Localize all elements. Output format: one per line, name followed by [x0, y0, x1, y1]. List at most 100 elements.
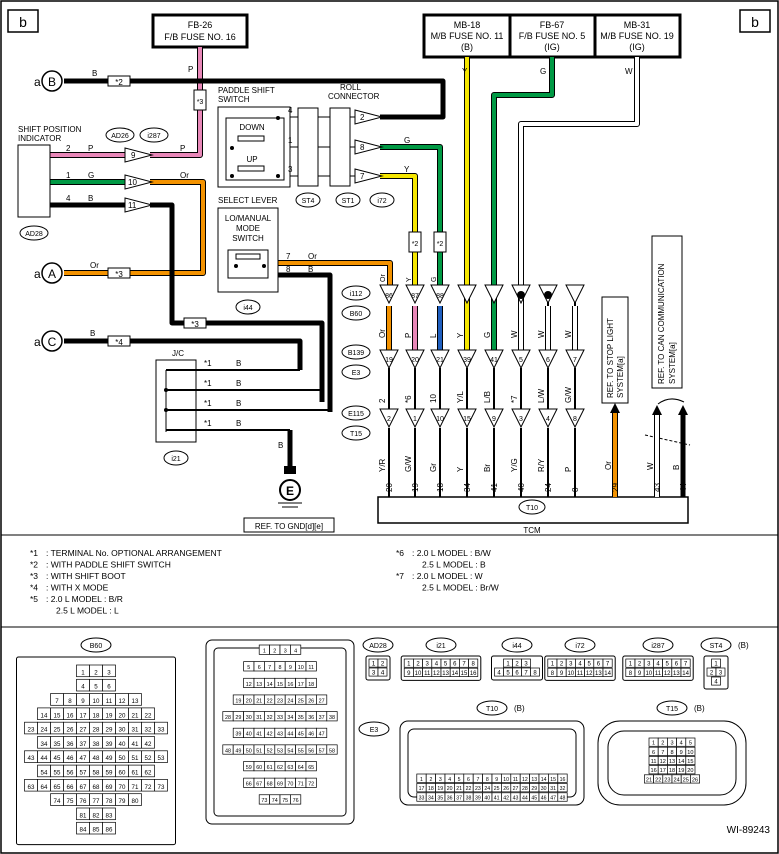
- harness-wire-label-upper: Or: [378, 329, 387, 338]
- lo-manual-title-3: SWITCH: [232, 234, 264, 243]
- indicator-title-2: INDICATOR: [18, 134, 61, 143]
- connector-pin-number: 49: [106, 755, 113, 762]
- connector-pin-number: 27: [80, 727, 87, 734]
- lo-pin-8: 8: [286, 265, 291, 274]
- connector-pin-number: 38: [93, 741, 100, 748]
- connector-pin-number: 83: [106, 812, 113, 819]
- connector-pin-number: 25: [54, 727, 61, 734]
- connector-pin-number: 55: [298, 748, 304, 754]
- connector-pin-number: 33: [158, 727, 165, 734]
- connector-pin-number: 9: [680, 750, 683, 756]
- connector-pin-number: 25: [298, 698, 304, 704]
- connector-pin-number: 16: [560, 777, 566, 783]
- connector-pin-number: 4: [381, 669, 385, 676]
- connector-pin-cell: [711, 676, 721, 686]
- t15-pin: 15: [463, 416, 471, 423]
- connector-pin-number: 32: [560, 786, 566, 792]
- connector-pin-number: 3: [107, 669, 111, 676]
- connector-pin-number: 25: [683, 777, 689, 783]
- connector-pin-number: 70: [119, 784, 126, 791]
- connector-pin-number: 20: [119, 712, 126, 719]
- harness-wire-label-mid: G/W: [564, 387, 573, 403]
- connector-pin-number: 26: [308, 698, 314, 704]
- connector-pin-number: 7: [55, 698, 59, 705]
- connector-pin-number: 6: [258, 665, 261, 671]
- connector-pin-number: 64: [41, 784, 48, 791]
- indicator-pin-2: 2: [66, 144, 71, 153]
- connector-pin-number: 18: [669, 768, 675, 774]
- connector-pin-number: 37: [80, 741, 87, 748]
- connector-pin-number: 7: [462, 662, 466, 668]
- connector-pin-number: 19: [437, 786, 443, 792]
- wire-label-left-g: G: [88, 171, 94, 180]
- t10-pin: 19: [411, 483, 420, 492]
- legend-left-text: : TERMINAL No. OPTIONAL ARRANGEMENT: [46, 548, 222, 558]
- connector-pin-number: 8: [68, 698, 72, 705]
- diagram-body: b b FB-26 F/B FUSE NO. 16 MB-18 M/B FUSE…: [7, 9, 771, 535]
- connector-pin-cell: [521, 658, 531, 668]
- fuse-fb67-name: F/B FUSE NO. 5: [519, 31, 586, 41]
- connector-pin-number: 72: [145, 784, 152, 791]
- connector-pin-number: 12: [522, 777, 528, 783]
- connector-pin-number: 1: [506, 661, 510, 667]
- connector-pin-number: 14: [682, 671, 689, 677]
- connector-pin-number: 2: [560, 662, 564, 668]
- connector-pin-cell: [530, 667, 540, 677]
- connector-pin-number: 2: [94, 669, 98, 676]
- connector-pin-number: 9: [495, 777, 498, 783]
- harness-wire-label-lower: Y: [456, 466, 465, 472]
- connector-pin-number: 2: [416, 662, 420, 668]
- harness-wire-label-upper: W: [564, 330, 573, 338]
- t10-pin: 18: [436, 483, 445, 492]
- t10-extra-pin: 43: [653, 483, 662, 492]
- connector-pin-number: 22: [655, 777, 661, 783]
- connector-pin-cell: [680, 658, 691, 668]
- harness-wire-label-upper: P: [404, 333, 413, 338]
- connector-pin-number: 52: [145, 755, 152, 762]
- connector-pin-number: 14: [267, 682, 273, 688]
- connector-pin-number: 6: [652, 750, 655, 756]
- connector-pin-number: 71: [298, 782, 304, 788]
- connector-pin-number: 42: [503, 796, 509, 802]
- legend-left-marker: *5: [30, 594, 38, 604]
- connector-pin-number: 2: [638, 662, 642, 668]
- connector-pin-number: 15: [687, 759, 693, 765]
- connector-pin-cell: [468, 658, 479, 668]
- b60-pin: 87: [411, 293, 419, 300]
- connector-pin-number: 20: [447, 786, 453, 792]
- roll-pin-7: 7: [360, 172, 365, 181]
- option-marker-2b: *2: [412, 241, 419, 248]
- connector-pin-number: 11: [577, 671, 584, 677]
- connector-pin-number: 45: [531, 796, 537, 802]
- connector-pin-cell: [377, 667, 388, 677]
- connector-pin-number: 27: [513, 786, 519, 792]
- connector-pin-number: 3: [439, 777, 442, 783]
- harness-wire-label-lower: Y/G: [510, 458, 519, 472]
- jc-marker-1: *1: [204, 359, 212, 368]
- connector-pin-number: 44: [287, 732, 293, 738]
- connector-pin-number: 24: [484, 786, 490, 792]
- connector-pin-number: 4: [680, 741, 683, 747]
- wire-label-ps-y: Y: [404, 165, 410, 174]
- lo-manual-title-1: LO/MANUAL: [225, 214, 272, 223]
- connector-pin-number: 20: [246, 698, 252, 704]
- joint-connector: [155, 359, 197, 443]
- connector-pin-number: 24: [673, 777, 679, 783]
- wire-label-ind-p: P: [88, 144, 93, 153]
- connector-pin-cell: [290, 644, 302, 655]
- wire-label-top-b: B: [92, 69, 97, 78]
- paddle-shift-switch: [217, 106, 291, 188]
- wire-label-a-or: Or: [90, 261, 99, 270]
- harness-connector-pin: [511, 349, 531, 370]
- connector-pin-number: 62: [277, 765, 283, 771]
- connector-pin-number: 35: [437, 796, 443, 802]
- harness-wire-label-mid: Y/L: [456, 390, 465, 403]
- wire-layer: [50, 47, 640, 412]
- connector-pin-number: 26: [692, 777, 698, 783]
- connector-pin-number: 15: [550, 777, 556, 783]
- harness-wire-label-lower: R/Y: [537, 458, 546, 472]
- connector-pin-cell: [305, 777, 317, 788]
- connector-pin-number: 4: [714, 679, 718, 685]
- connector-pin-number: 72: [308, 782, 314, 788]
- harness-wire-label-upper: W: [537, 330, 546, 338]
